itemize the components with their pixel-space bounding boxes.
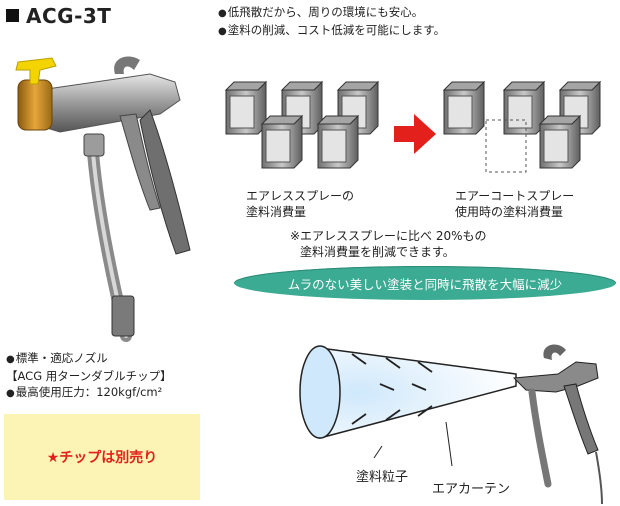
feature-item: 低飛散だから、周りの環境にも安心。 (218, 4, 445, 22)
aircoat-cans (443, 81, 601, 173)
spec-nozzle: 標準・適応ノズル (6, 350, 172, 368)
square-bullet-icon (6, 9, 19, 22)
page-title: ACG-3T (6, 4, 111, 28)
note-line: ※エアレススプレーに比べ 20%もの (290, 229, 487, 243)
spec-nozzle-type: 【ACG 用ターンダブルチップ】 (6, 369, 172, 383)
airless-caption: エアレススプレーの 塗料消費量 (246, 188, 354, 220)
product-name: ACG-3T (26, 4, 112, 28)
spec-max-pressure: 最高使用圧力：120kgf/cm² (6, 384, 172, 402)
paint-particles-label: 塗料粒子 (356, 470, 409, 485)
caption-line: 塗料消費量 (246, 205, 307, 219)
caption-line: 使用時の塗料消費量 (455, 205, 564, 219)
caption-line: エアレススプレーの (246, 189, 355, 203)
air-curtain-label: エアカーテン (432, 482, 511, 497)
arrow-right-icon (394, 114, 436, 154)
benefit-banner: ムラのない美しい塗装と同時に飛散を大幅に減少 (234, 266, 616, 300)
paint-consumption-diagram (225, 81, 601, 173)
airless-cans (225, 81, 379, 169)
note-line: 塗料消費量を削減できます。 (300, 245, 455, 259)
aircoat-caption: エアーコートスプレー 使用時の塗料消費量 (455, 188, 574, 220)
tip-sold-separately-notice: ★チップは別売り (4, 414, 200, 500)
spray-diagram (299, 344, 603, 505)
feature-list: 低飛散だから、周りの環境にも安心。 塗料の削減、コスト低減を可能にします。 (218, 4, 445, 40)
feature-item: 塗料の削減、コスト低減を可能にします。 (218, 22, 445, 40)
reduction-note: ※エアレススプレーに比べ 20%もの 塗料消費量を削減できます。 (290, 228, 487, 260)
caption-line: エアーコートスプレー (455, 189, 575, 203)
spec-list: 標準・適応ノズル 【ACG 用ターンダブルチップ】 最高使用圧力：120kgf/… (6, 350, 172, 402)
spray-gun-photo (15, 56, 191, 342)
